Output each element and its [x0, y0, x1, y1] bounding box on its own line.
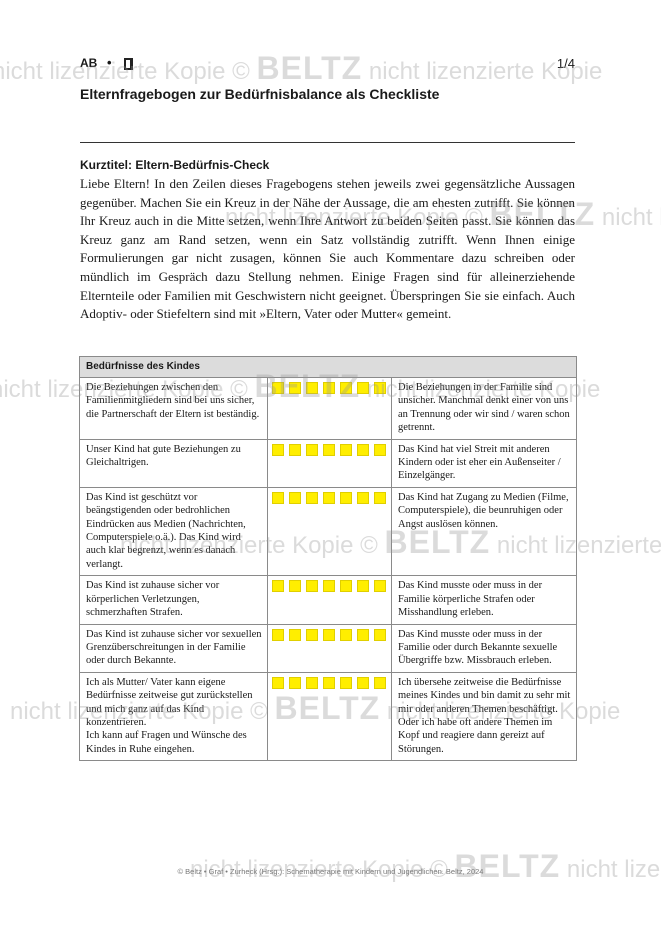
rating-checkbox[interactable] — [323, 443, 335, 456]
rating-checkbox[interactable] — [357, 382, 369, 394]
rating-checkbox[interactable] — [272, 382, 284, 394]
rating-checkbox[interactable] — [357, 580, 369, 593]
rating-checkbox[interactable] — [340, 676, 352, 689]
rating-checkbox[interactable] — [340, 580, 352, 593]
rating-checkbox[interactable] — [306, 491, 318, 504]
page-header: AB • 1/4 — [80, 55, 575, 76]
rating-checkbox[interactable] — [340, 628, 352, 641]
table-row: Das Kind ist zuhause sicher vor körperli… — [79, 575, 578, 625]
worksheet-label: AB — [80, 56, 98, 70]
rating-checkbox[interactable] — [323, 628, 335, 641]
short-title: Kurztitel: Eltern-Bedürfnis-Check — [80, 158, 270, 172]
table-row: Unser Kind hat gute Beziehungen zu Gleic… — [79, 438, 578, 488]
intro-section: Kurztitel: Eltern-Bedürfnis-Check Liebe … — [80, 158, 575, 324]
rating-checkbox[interactable] — [272, 443, 284, 456]
right-statement: Das Kind musste oder muss in der Familie… — [390, 623, 578, 673]
rating-checkbox[interactable] — [357, 628, 369, 641]
title-divider — [80, 142, 575, 143]
page-number: 1/4 — [556, 56, 575, 71]
table-row: Das Kind ist zuhause sicher vor sexuelle… — [79, 623, 578, 673]
table-row: Das Kind ist geschützt vor beängstigende… — [79, 486, 578, 577]
rating-checkbox[interactable] — [306, 382, 318, 394]
rating-checkbox[interactable] — [357, 443, 369, 456]
rating-checkbox[interactable] — [306, 676, 318, 689]
rating-checkbox[interactable] — [374, 580, 386, 593]
intro-paragraph: Liebe Eltern! In den Zeilen dieses Frage… — [80, 176, 575, 322]
rating-checkbox[interactable] — [323, 491, 335, 504]
right-statement: Das Kind hat Zugang zu Medien (Filme, Co… — [390, 486, 578, 577]
table-header-row: Bedürfnisse des Kindes — [78, 356, 578, 378]
rating-checkbox[interactable] — [306, 628, 318, 641]
table-row: Die Beziehungen zwischen den Familienmit… — [79, 377, 578, 440]
document-title: Elternfragebogen zur Bedürfnisbalance al… — [80, 86, 440, 102]
rating-checkbox[interactable] — [272, 628, 284, 641]
rating-scale — [267, 377, 392, 440]
rating-checkbox[interactable] — [272, 580, 284, 593]
rating-checkbox[interactable] — [272, 676, 284, 689]
table-heading: Bedürfnisse des Kindes — [78, 356, 578, 378]
right-statement: Das Kind hat viel Streit mit anderen Kin… — [390, 438, 578, 488]
rating-scale — [267, 671, 392, 762]
rating-scale — [267, 575, 392, 625]
left-statement: Unser Kind hat gute Beziehungen zu Gleic… — [79, 438, 268, 488]
rating-checkbox[interactable] — [374, 491, 386, 504]
rating-checkbox[interactable] — [323, 580, 335, 593]
rating-checkbox[interactable] — [306, 443, 318, 456]
book-icon — [124, 58, 133, 70]
rating-checkbox[interactable] — [340, 491, 352, 504]
left-statement: Das Kind ist geschützt vor beängstigende… — [79, 486, 268, 577]
rating-checkbox[interactable] — [374, 676, 386, 689]
left-statement: Das Kind ist zuhause sicher vor körperli… — [79, 575, 268, 625]
left-statement: Das Kind ist zuhause sicher vor sexuelle… — [79, 623, 268, 673]
needs-checklist-table: Bedürfnisse des Kindes Die Beziehungen z… — [78, 356, 578, 762]
rating-scale — [267, 486, 392, 577]
rating-checkbox[interactable] — [323, 382, 335, 394]
left-statement: Ich als Mutter/ Vater kann eigene Bedürf… — [79, 671, 268, 762]
rating-checkbox[interactable] — [374, 382, 386, 394]
rating-checkbox[interactable] — [272, 491, 284, 504]
rating-checkbox[interactable] — [306, 580, 318, 593]
rating-checkbox[interactable] — [340, 443, 352, 456]
copyright-footer: © Beltz • Graf • Zurheck (Hrsg.): Schema… — [177, 867, 484, 876]
rating-checkbox[interactable] — [289, 382, 301, 394]
rating-checkbox[interactable] — [374, 628, 386, 641]
rating-checkbox[interactable] — [357, 676, 369, 689]
rating-checkbox[interactable] — [289, 491, 301, 504]
rating-checkbox[interactable] — [289, 628, 301, 641]
right-statement: Ich übersehe zeitweise die Bedürfnisse m… — [390, 671, 578, 762]
rating-checkbox[interactable] — [340, 382, 352, 394]
rating-scale — [267, 623, 392, 673]
table-row: Ich als Mutter/ Vater kann eigene Bedürf… — [79, 671, 578, 762]
rating-checkbox[interactable] — [289, 676, 301, 689]
rating-checkbox[interactable] — [357, 491, 369, 504]
header-separator: • — [107, 55, 112, 70]
rating-checkbox[interactable] — [289, 580, 301, 593]
left-statement: Die Beziehungen zwischen den Familienmit… — [79, 377, 268, 440]
rating-checkbox[interactable] — [374, 443, 386, 456]
rating-checkbox[interactable] — [323, 676, 335, 689]
rating-checkbox[interactable] — [289, 443, 301, 456]
rating-scale — [267, 438, 392, 488]
right-statement: Das Kind musste oder muss in der Familie… — [390, 575, 578, 625]
right-statement: Die Beziehungen in der Familie sind unsi… — [390, 377, 578, 440]
